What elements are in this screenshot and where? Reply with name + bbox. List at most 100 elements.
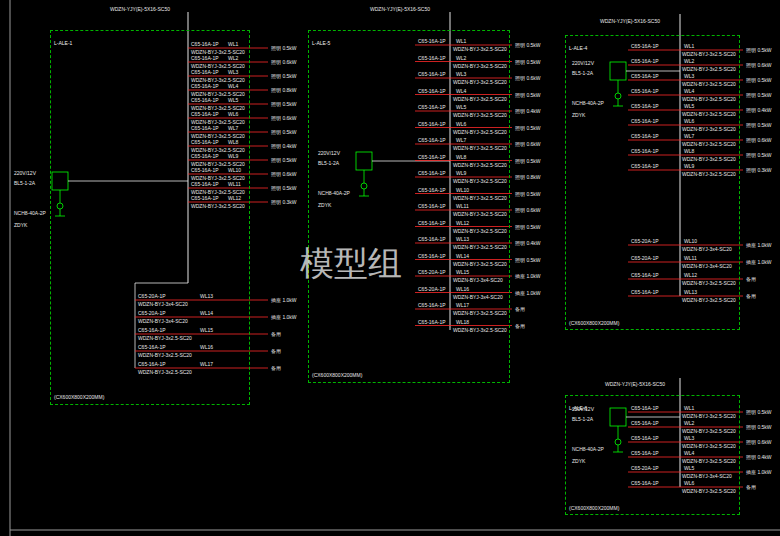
load-label: 照明 0.5kW xyxy=(515,257,541,263)
breaker-label: C65-16A-1P xyxy=(191,83,219,89)
circuit-line xyxy=(628,457,743,458)
circuit-line xyxy=(188,202,268,203)
circuit-id: WL11 xyxy=(684,255,697,261)
breaker-label: C65-16A-1P xyxy=(418,203,446,209)
cable-spec: WDZN-BYJ-3x2.5-SC20 xyxy=(191,63,245,69)
control-label: BL5-1-2A xyxy=(318,160,339,166)
circuit-id: WL4 xyxy=(684,450,694,456)
cable-spec: WDZN-BYJ-3x2.5-SC20 xyxy=(191,49,245,55)
circuit-line xyxy=(135,317,268,318)
circuit-line xyxy=(628,487,743,488)
circuit-id: WL5 xyxy=(684,103,694,109)
circuit-line xyxy=(628,412,743,413)
feed-wire xyxy=(68,181,188,182)
cable-spec: WDZN-BYJ-3x2.5-SC20 xyxy=(453,46,507,52)
circuit-line xyxy=(188,118,268,119)
watermark: 模型组 xyxy=(300,244,402,282)
circuit-id: WL13 xyxy=(200,293,213,299)
circuit-id: WL5 xyxy=(228,97,238,103)
breaker-label: C65-20A-1P xyxy=(138,310,166,316)
breaker-label: C65-16A-1P xyxy=(418,236,446,242)
cable-spec: WDZN-BYJ-3x4-SC20 xyxy=(453,277,503,283)
cable-spec: WDZN-BYJ-3x2.5-SC20 xyxy=(453,96,507,102)
control-label: ZDYK xyxy=(572,458,585,464)
cable-spec: WDZN-BYJ-3x2.5-SC20 xyxy=(682,111,736,117)
cable-spec: WDZN-BYJ-3x4-SC20 xyxy=(682,263,732,269)
load-label: 照明 0.6kW xyxy=(271,171,297,177)
box-size: (CX600X800X200MM) xyxy=(569,320,619,326)
load-label: 备用 xyxy=(746,484,756,490)
control-label: ZDYK xyxy=(318,202,331,208)
breaker-label: C65-16A-1P xyxy=(138,327,166,333)
breaker-label: C65-16A-1P xyxy=(418,71,446,77)
load-label: 照明 0.4kW xyxy=(271,143,297,149)
breaker-label: C65-16A-1P xyxy=(418,55,446,61)
load-label: 照明 0.5kW xyxy=(746,77,772,83)
circuit-id: WL10 xyxy=(684,238,697,244)
load-label: 备用 xyxy=(746,293,756,299)
breaker-label: C65-16A-1P xyxy=(418,253,446,259)
control-wire xyxy=(618,80,619,93)
load-label: 照明 0.6kW xyxy=(746,62,772,68)
breaker-label: C65-16A-1P xyxy=(191,195,219,201)
circuit-id: WL3 xyxy=(684,73,694,79)
cable-spec: WDZN-BYJ-3x2.5-SC20 xyxy=(682,458,736,464)
cable-spec: WDZN-BYJ-3x2.5-SC20 xyxy=(453,310,507,316)
incoming-cable: WDZN-YJY(E)-5X16-SC50 xyxy=(600,18,660,24)
circuit-id: WL9 xyxy=(456,170,466,176)
breaker-label: C65-16A-1P xyxy=(418,154,446,160)
circuit-line xyxy=(415,193,512,194)
cable-spec: WDZN-BYJ-3x2.5-SC20 xyxy=(453,129,507,135)
load-label: 备用 xyxy=(515,323,525,329)
load-label: 照明 0.4kW xyxy=(746,454,772,460)
load-label: 插座 1.0kW xyxy=(271,314,297,320)
feed-wire xyxy=(626,71,680,72)
load-label: 照明 0.5kW xyxy=(271,157,297,163)
breaker-label: C65-16A-1P xyxy=(138,361,166,367)
breaker-label: C65-20A-1P xyxy=(138,293,166,299)
circuit-id: WL4 xyxy=(228,83,238,89)
control-label: 220V/12V xyxy=(14,170,36,176)
load-label: 照明 0.5kW xyxy=(271,73,297,79)
control-label: NCH8-40A-2P xyxy=(318,190,350,196)
breaker-label: C65-16A-1P xyxy=(418,170,446,176)
circuit-line xyxy=(415,111,512,112)
cable-spec: WDZN-BYJ-3x2.5-SC20 xyxy=(453,228,507,234)
circuit-id: WL4 xyxy=(684,88,694,94)
cable-spec: WDZN-BYJ-3x2.5-SC20 xyxy=(682,413,736,419)
cable-spec: WDZN-BYJ-3x4-SC20 xyxy=(453,294,503,300)
circuit-id: WL2 xyxy=(456,55,466,61)
cable-spec: WDZN-BYJ-3x2.5-SC20 xyxy=(682,126,736,132)
breaker-label: C65-16A-1P xyxy=(631,435,659,441)
load-label: 插座 1.0kW xyxy=(746,242,772,248)
contactor-symbol xyxy=(356,152,372,170)
cable-spec: WDZN-BYJ-3x2.5-SC20 xyxy=(682,81,736,87)
circuit-line xyxy=(415,309,512,310)
load-label: 照明 0.5kW xyxy=(515,224,541,230)
circuit-id: WL14 xyxy=(456,253,469,259)
load-label: 照明 0.4kW xyxy=(746,107,772,113)
cable-spec: WDZN-BYJ-3x2.5-SC20 xyxy=(453,162,507,168)
breaker-label: C65-16A-1P xyxy=(418,104,446,110)
circuit-id: WL12 xyxy=(228,195,241,201)
circuit-id: WL5 xyxy=(456,104,466,110)
branch-wire xyxy=(135,283,136,368)
cable-spec: WDZN-BYJ-3x4-SC20 xyxy=(138,318,188,324)
breaker-label: C65-16A-1P xyxy=(418,187,446,193)
control-label: 220V/12V xyxy=(572,406,594,412)
load-label: 照明 0.5kW xyxy=(515,191,541,197)
cable-spec: WDZN-BYJ-3x2.5-SC20 xyxy=(682,141,736,147)
cable-spec: WDZN-BYJ-3x2.5-SC20 xyxy=(191,91,245,97)
load-label: 照明 0.5kW xyxy=(746,409,772,415)
breaker-label: C65-16A-1P xyxy=(631,289,659,295)
load-label: 照明 0.8kW xyxy=(515,174,541,180)
circuit-line xyxy=(628,95,743,96)
control-label: ZDYK xyxy=(14,222,27,228)
cable-spec: WDZN-BYJ-3x2.5-SC20 xyxy=(138,369,192,375)
circuit-line xyxy=(415,78,512,79)
circuit-line xyxy=(188,132,268,133)
breaker-label: C65-16A-1P xyxy=(631,450,659,456)
cable-spec: WDZN-BYJ-3x2.5-SC20 xyxy=(191,147,245,153)
breaker-label: C65-16A-1P xyxy=(191,181,219,187)
breaker-label: C65-16A-1P xyxy=(418,319,446,325)
